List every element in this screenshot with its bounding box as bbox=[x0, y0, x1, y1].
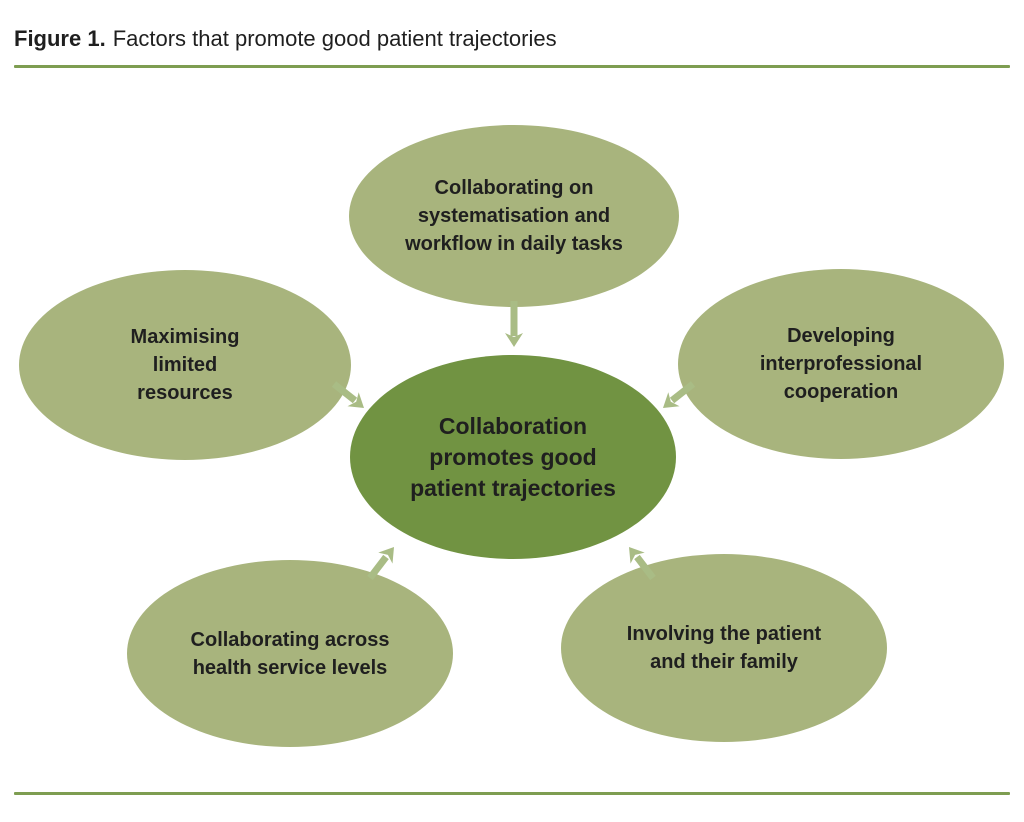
ellipse-center-collaboration: Collaboration promotes good patient traj… bbox=[350, 355, 676, 559]
ellipse-label: Involving the patient and their family bbox=[626, 623, 822, 673]
center-ellipse-label: Collaboration promotes good patient traj… bbox=[410, 412, 616, 501]
figure-caption: Factors that promote good patient trajec… bbox=[112, 26, 557, 51]
ellipse-label: Collaborating across health service leve… bbox=[190, 628, 390, 679]
figure-label: Figure 1. bbox=[14, 26, 106, 51]
ellipse-label: Developing interprofessional cooperation bbox=[759, 325, 923, 403]
ellipse-interprofessional-cooperation: Developing interprofessional cooperation bbox=[678, 269, 1004, 459]
arrow-top-to-center-icon bbox=[505, 301, 523, 347]
figure-title: Figure 1.Factors that promote good patie… bbox=[14, 26, 557, 52]
ellipse-collaborating-health-levels: Collaborating across health service leve… bbox=[127, 560, 453, 747]
ellipse-maximising-resources: Maximising limited resources bbox=[19, 270, 351, 460]
bottom-divider bbox=[14, 792, 1010, 795]
ellipse-label: Collaborating on systematisation and wor… bbox=[405, 177, 623, 255]
ellipse-collaborating-systematisation: Collaborating on systematisation and wor… bbox=[349, 125, 679, 307]
title-divider bbox=[14, 65, 1010, 68]
ellipse-involving-patient-family: Involving the patient and their family bbox=[561, 554, 887, 742]
ellipse-label: Maximising limited resources bbox=[130, 326, 240, 404]
